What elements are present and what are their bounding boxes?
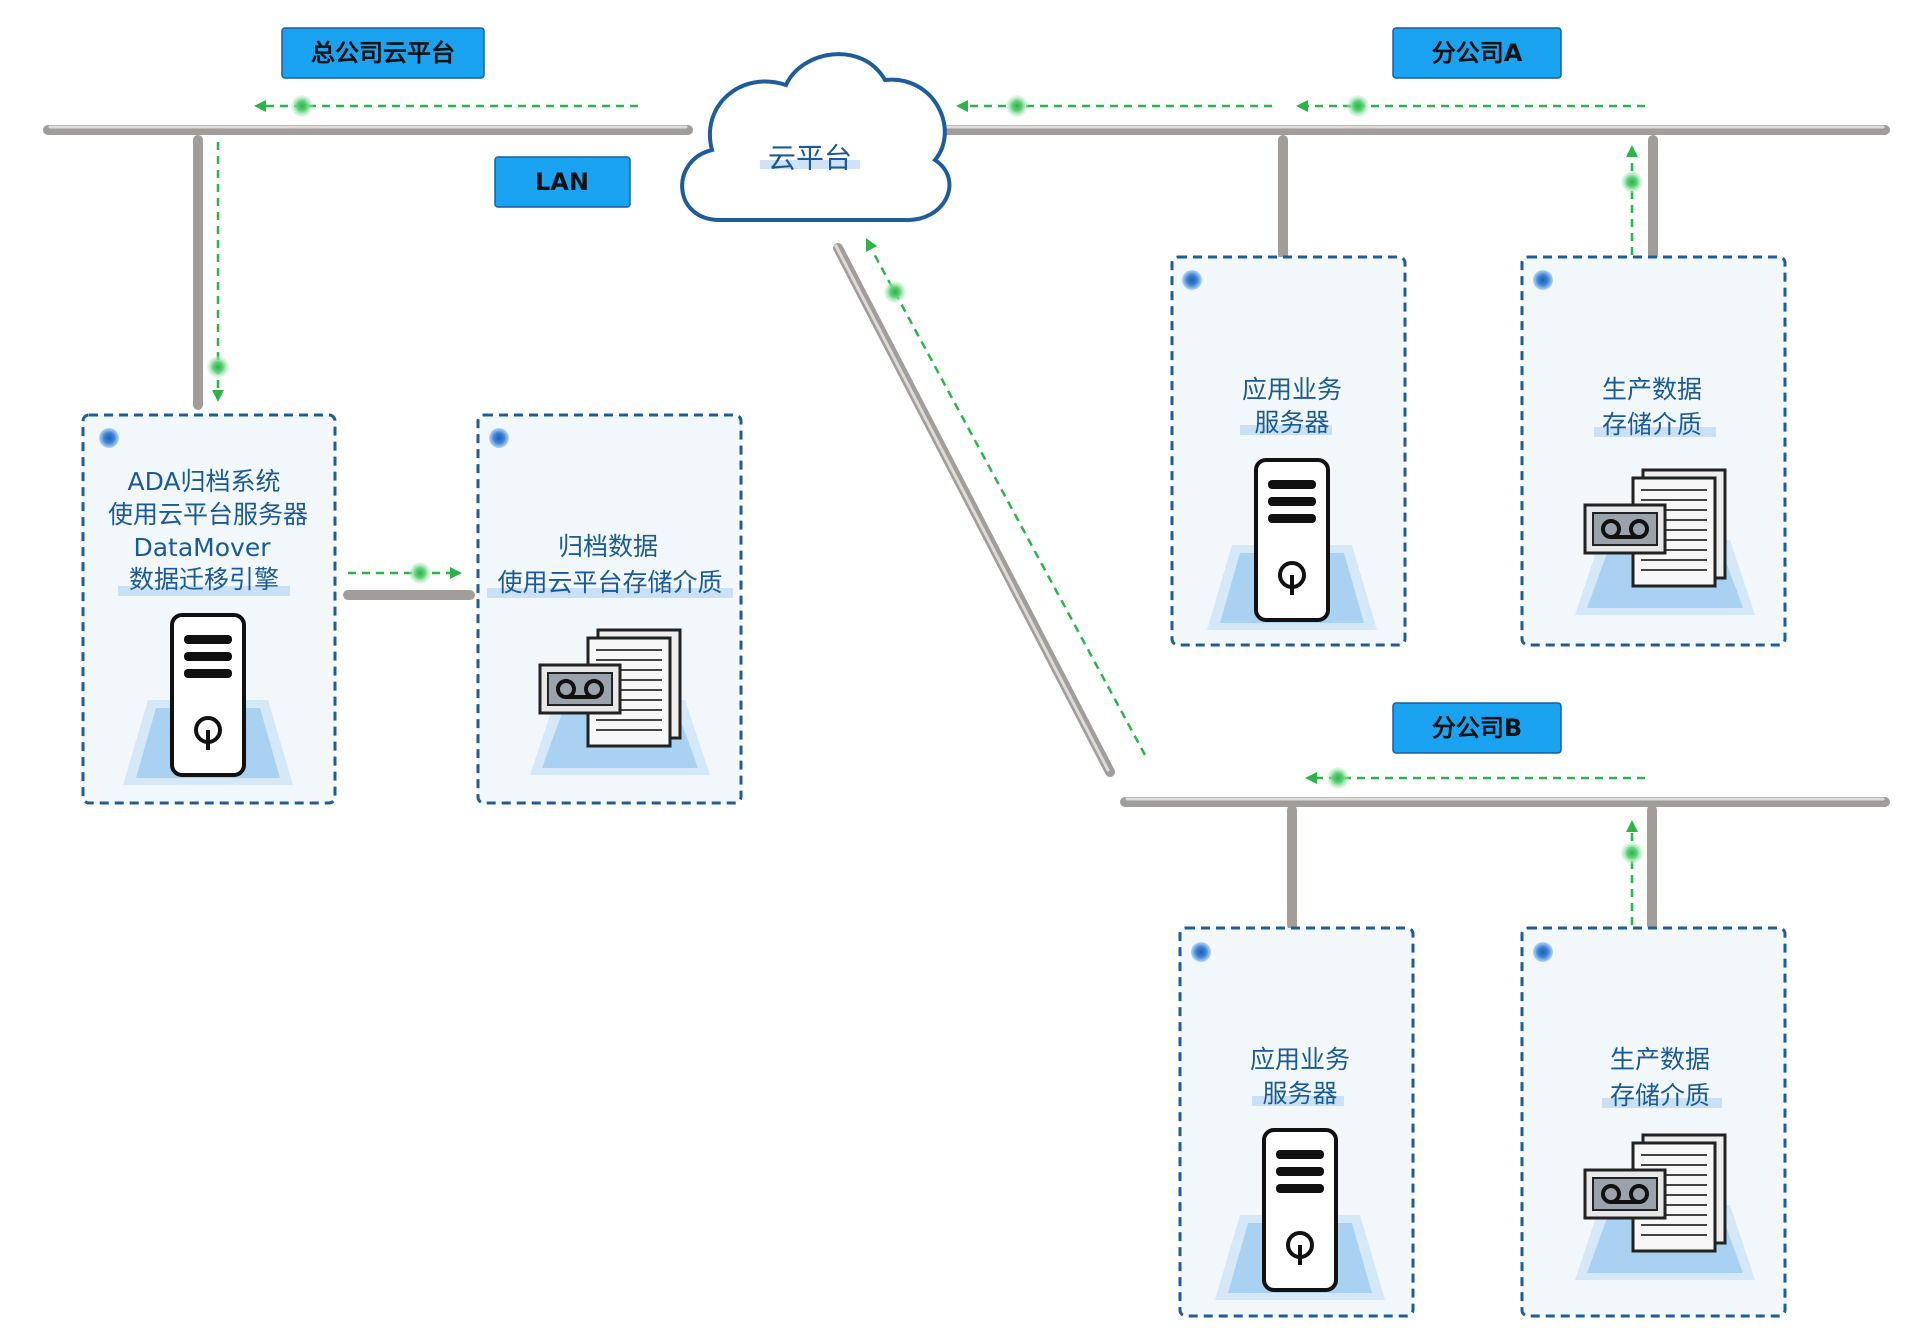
svg-text:总公司云平台: 总公司云平台	[311, 39, 455, 67]
svg-text:ADA归档系统: ADA归档系统	[127, 467, 280, 496]
svg-text:应用业务: 应用业务	[1242, 375, 1342, 404]
lan-label: LAN	[494, 156, 631, 208]
flow-dot	[1006, 95, 1028, 117]
flow-b-to-cloud	[870, 249, 1147, 756]
data-flows	[207, 95, 1645, 925]
svg-text:DataMover: DataMover	[133, 533, 271, 562]
svg-text:分公司A: 分公司A	[1432, 39, 1523, 67]
bullet-icon	[1191, 942, 1211, 962]
flow-dot	[1347, 95, 1369, 117]
svg-text:应用业务: 应用业务	[1250, 1045, 1350, 1074]
cloud-icon	[680, 52, 952, 223]
bullet-icon	[1533, 270, 1553, 290]
svg-text:存储介质: 存储介质	[1602, 410, 1702, 439]
svg-text:使用云平台存储介质: 使用云平台存储介质	[497, 568, 722, 597]
b-app-server-node: 应用业务 服务器	[1178, 926, 1415, 1318]
ada-server-node: ADA归档系统 使用云平台服务器 DataMover 数据迁移引擎	[81, 413, 337, 805]
svg-text:归档数据: 归档数据	[558, 532, 658, 561]
flow-dot	[1621, 171, 1643, 193]
hq-label: 总公司云平台	[281, 27, 485, 79]
network-lines	[43, 125, 1890, 930]
branch-a-label: 分公司A	[1392, 27, 1562, 79]
flow-dot	[207, 356, 229, 378]
flow-dot	[291, 95, 313, 117]
a-app-server-node: 应用业务 服务器	[1170, 255, 1407, 647]
flow-dot	[1621, 842, 1643, 864]
b-prod-storage-node: 生产数据 存储介质	[1520, 926, 1787, 1318]
svg-text:存储介质: 存储介质	[1610, 1081, 1710, 1110]
flow-dot	[409, 562, 431, 584]
svg-text:数据迁移引擎: 数据迁移引擎	[129, 565, 279, 594]
svg-text:生产数据: 生产数据	[1610, 1045, 1710, 1074]
svg-text:分公司B: 分公司B	[1432, 714, 1522, 742]
svg-text:使用云平台服务器: 使用云平台服务器	[108, 500, 308, 529]
bullet-icon	[1182, 270, 1202, 290]
svg-text:生产数据: 生产数据	[1602, 375, 1702, 404]
archive-storage-node: 归档数据 使用云平台存储介质	[476, 413, 743, 805]
svg-text:LAN: LAN	[535, 168, 589, 196]
a-prod-storage-node: 生产数据 存储介质	[1520, 255, 1787, 647]
flow-dot	[1327, 767, 1349, 789]
flow-dot	[884, 281, 906, 303]
bullet-icon	[1533, 942, 1553, 962]
svg-text:服务器: 服务器	[1254, 408, 1329, 437]
svg-text:服务器: 服务器	[1262, 1079, 1337, 1108]
bullet-icon	[99, 428, 119, 448]
cloud-platform: 云平台	[680, 52, 952, 223]
branch-b-label: 分公司B	[1392, 702, 1562, 754]
bullet-icon	[489, 428, 509, 448]
cloud-label: 云平台	[768, 142, 852, 175]
